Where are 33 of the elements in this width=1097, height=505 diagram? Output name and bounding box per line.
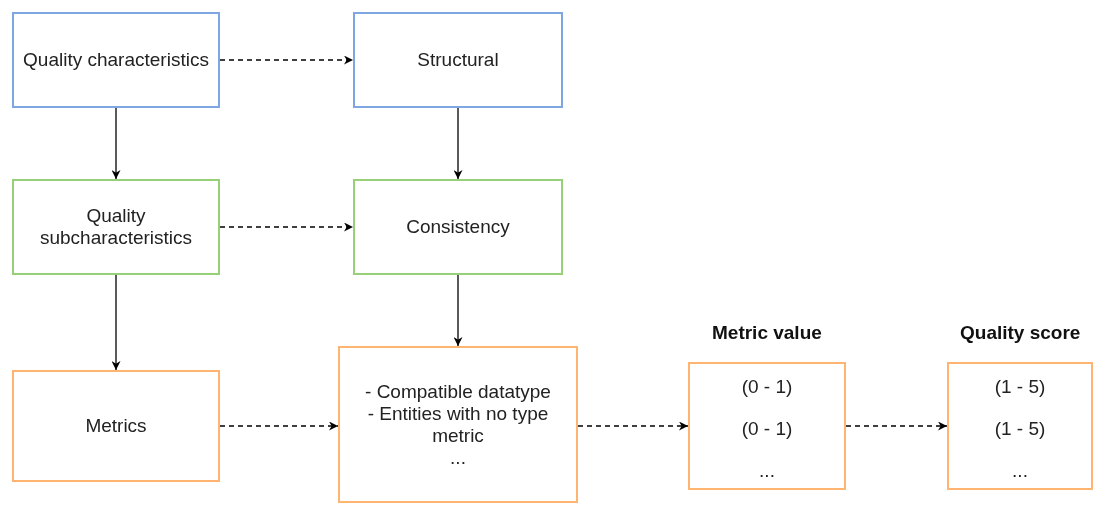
process-box (338, 346, 578, 503)
process-box (353, 12, 563, 108)
arrow (219, 421, 339, 431)
arrow (219, 55, 354, 65)
box-text: (1 - 5) (994, 376, 1046, 398)
process-box (353, 179, 563, 275)
arrow (453, 274, 463, 347)
arrow (111, 274, 121, 371)
box-text: ... (759, 460, 775, 482)
process-box (12, 179, 220, 275)
box-text: Quality characteristics (23, 49, 209, 71)
box-heading: Metric value (712, 322, 822, 344)
box-text: ... (450, 446, 466, 469)
box-text: Consistency (406, 216, 510, 238)
box-text: (0 - 1) (741, 418, 793, 440)
process-box (12, 12, 220, 108)
box-text: ... (1012, 460, 1028, 482)
arrow (453, 107, 463, 180)
process-box (947, 362, 1093, 490)
box-text: - Entities with no type metric (366, 402, 550, 447)
box-text: - Compatible datatype (365, 380, 551, 403)
box-text: Quality subcharacteristics (38, 205, 194, 249)
arrow (219, 222, 354, 232)
box-heading: Quality score (960, 322, 1081, 344)
process-box (12, 370, 220, 482)
arrow (845, 421, 948, 431)
arrow (111, 107, 121, 180)
arrow (577, 421, 689, 431)
box-text: Metrics (85, 415, 147, 437)
box-text: Structural (417, 49, 499, 71)
box-text: (0 - 1) (741, 376, 793, 398)
process-box (688, 362, 846, 490)
box-text: (1 - 5) (994, 418, 1046, 440)
